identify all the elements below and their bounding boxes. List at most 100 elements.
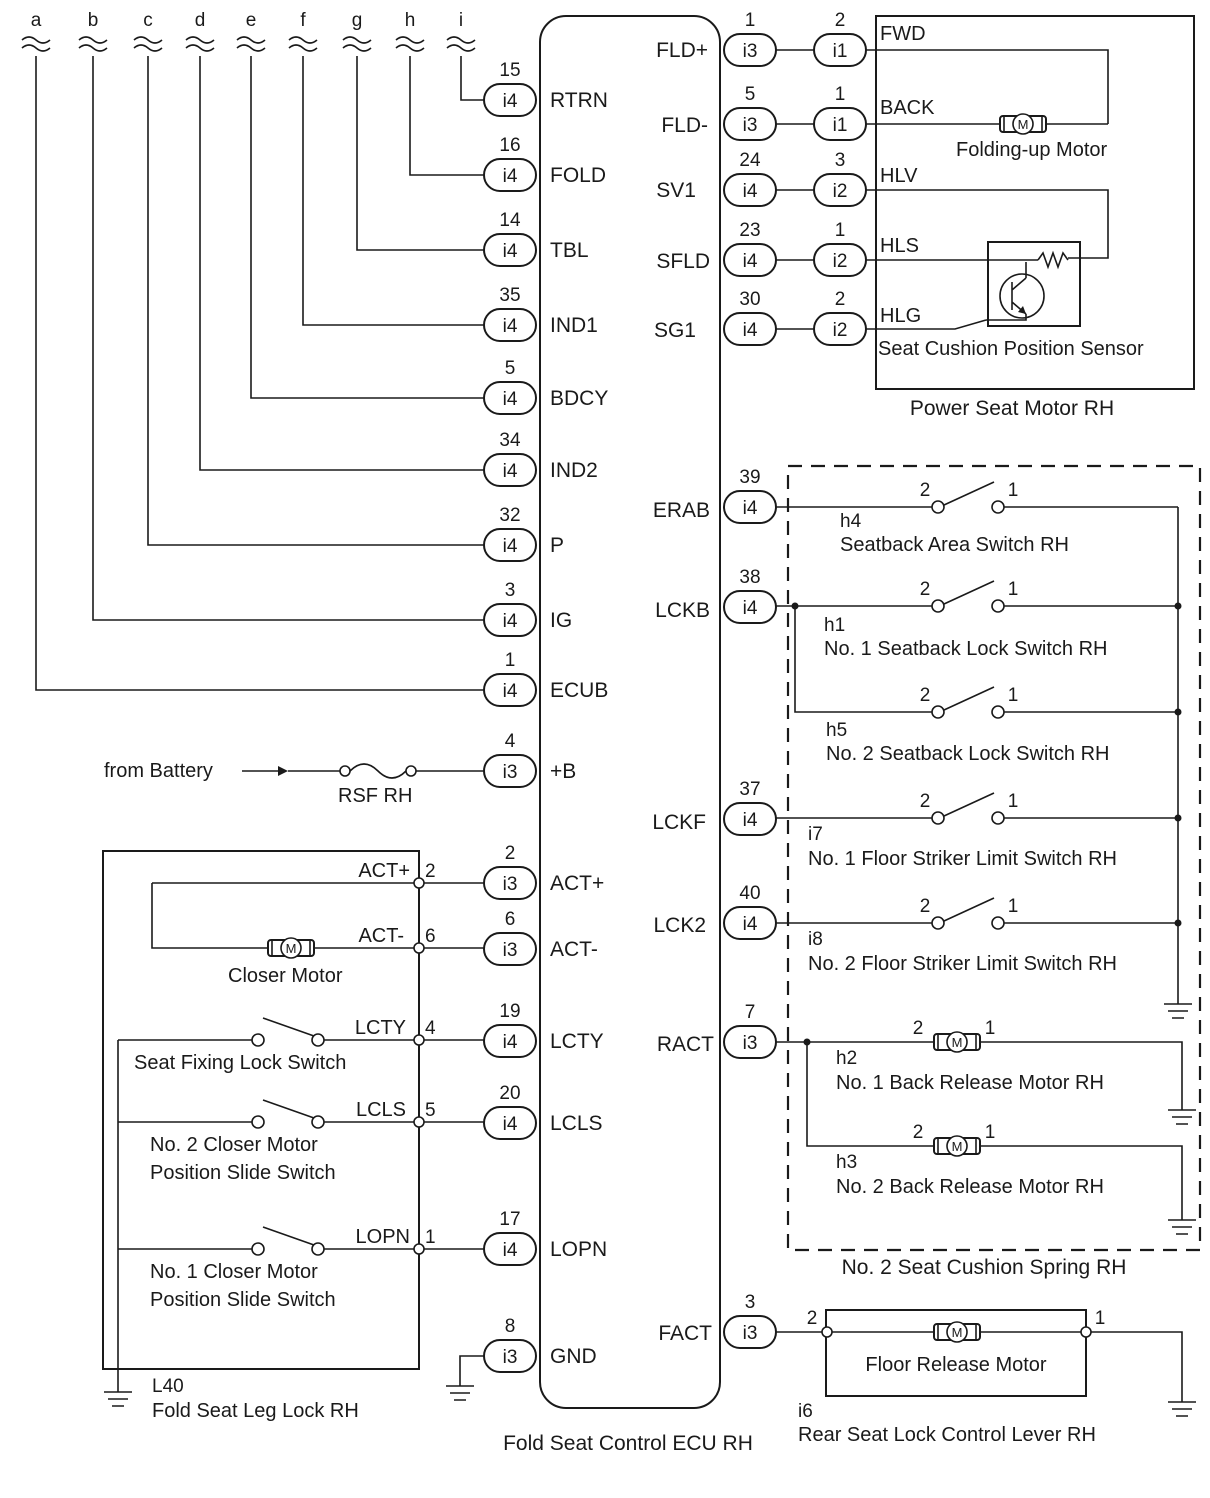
term-gnd: GND (550, 1345, 597, 1368)
svg-text:3: 3 (505, 580, 516, 601)
left-pin-lcty: i4 19 LCTY (483, 1001, 604, 1058)
term-lcls: LCLS (550, 1112, 603, 1135)
svg-text:No. 1 Seatback Lock Switch RH: No. 1 Seatback Lock Switch RH (824, 638, 1107, 660)
svg-text:2: 2 (913, 1018, 924, 1039)
left-pin-tbl: i4 14 TBL (483, 210, 589, 267)
position-sensor-label: Seat Cushion Position Sensor (878, 338, 1144, 360)
wave-breaks (21, 36, 476, 52)
svg-text:2: 2 (425, 861, 436, 882)
seat-fixing-switch-label: Seat Fixing Lock Switch (134, 1052, 346, 1074)
svg-text:40: 40 (739, 883, 760, 904)
term-rtrn: RTRN (550, 89, 608, 112)
top-letter-group: a b c d e f g h i (31, 10, 463, 31)
svg-text:i4: i4 (503, 681, 518, 702)
floor-release-motor: M 2 1 Floor Release Motor (776, 1308, 1196, 1417)
switch-i8: 2 1 i8 No. 2 Floor Striker Limit Switch … (776, 896, 1182, 975)
svg-text:i1: i1 (833, 115, 848, 136)
closer-motor-circuit: M ACT+ 2 ACT- 6 Closer Motor (151, 860, 484, 987)
psm-pin-hlv: i2 3 HLV (776, 150, 1109, 259)
svg-text:14: 14 (499, 210, 521, 231)
svg-text:6: 6 (505, 909, 516, 930)
svg-text:i4: i4 (503, 461, 518, 482)
svg-text:i4: i4 (503, 1032, 518, 1053)
svg-text:19: 19 (499, 1001, 520, 1022)
left-pin-bdcy: i4 5 BDCY (483, 358, 608, 415)
svg-text:i7: i7 (808, 824, 823, 845)
svg-text:h4: h4 (840, 511, 862, 532)
svg-text:1: 1 (1008, 579, 1019, 600)
svg-text:i4: i4 (503, 611, 518, 632)
right-pin-sfld: SFLD i4 23 (656, 220, 777, 277)
svg-text:No. 2 Floor Striker Limit Swit: No. 2 Floor Striker Limit Switch RH (808, 953, 1117, 975)
svg-text:No. 1 Back Release Motor RH: No. 1 Back Release Motor RH (836, 1072, 1104, 1094)
svg-text:1: 1 (1008, 685, 1019, 706)
svg-text:35: 35 (499, 285, 520, 306)
position-sensor-symbol (986, 241, 1081, 327)
svg-text:i2: i2 (833, 251, 848, 272)
svg-text:No. 2 Seatback Lock Switch RH: No. 2 Seatback Lock Switch RH (826, 743, 1109, 765)
ecu-name: Fold Seat Control ECU RH (503, 1432, 753, 1455)
svg-text:6: 6 (425, 926, 436, 947)
right-pin-fact: FACT i3 3 (658, 1292, 777, 1349)
svg-text:32: 32 (499, 505, 520, 526)
svg-text:SFLD: SFLD (656, 250, 710, 273)
folding-up-motor-symbol: M Folding-up Motor (956, 113, 1108, 161)
rear-seat-lever-name: Rear Seat Lock Control Lever RH (798, 1424, 1096, 1446)
svg-text:BACK: BACK (880, 97, 935, 119)
svg-text:i4: i4 (503, 241, 518, 262)
right-pin-fld-minus: FLD- i3 5 (661, 84, 777, 141)
motor-h2: M 2 1 h2 No. 1 Back Release Motor RH (776, 1018, 1196, 1125)
svg-text:No. 2 Back Release Motor RH: No. 2 Back Release Motor RH (836, 1176, 1104, 1198)
svg-text:i3: i3 (503, 874, 518, 895)
svg-text:FWD: FWD (880, 23, 926, 45)
svg-text:i4: i4 (503, 1114, 518, 1135)
svg-text:ACT-: ACT- (358, 925, 404, 947)
svg-text:2: 2 (920, 579, 931, 600)
right-pin-ract: RACT i3 7 (657, 1002, 777, 1059)
left-pin-act-plus: i3 2 ACT+ (483, 843, 604, 900)
left-pin-ecub: i4 1 ECUB (483, 650, 608, 707)
svg-text:5: 5 (425, 1100, 436, 1121)
term-act-plus: ACT+ (550, 872, 604, 895)
svg-text:3: 3 (745, 1292, 756, 1313)
svg-text:No. 2 Closer Motor: No. 2 Closer Motor (150, 1134, 318, 1156)
svg-text:i4: i4 (743, 598, 758, 619)
svg-text:2: 2 (920, 685, 931, 706)
svg-text:HLV: HLV (880, 165, 918, 187)
term-ind2: IND2 (550, 459, 598, 482)
svg-text:h5: h5 (826, 720, 847, 741)
svg-text:h1: h1 (824, 615, 845, 636)
right-pin-lckb: LCKB i4 38 (655, 567, 777, 624)
svg-text:1: 1 (745, 10, 756, 31)
right-pin-sg1: SG1 i4 30 (654, 289, 777, 346)
power-seat-motor-name: Power Seat Motor RH (910, 397, 1114, 420)
svg-text:16: 16 (499, 135, 520, 156)
psm-pin-back: i1 1 BACK (776, 84, 1108, 141)
svg-text:HLG: HLG (880, 305, 921, 327)
svg-text:LCKB: LCKB (655, 599, 710, 622)
svg-text:1: 1 (835, 220, 846, 241)
left-pin-ig: i4 3 IG (483, 580, 572, 637)
svg-text:i4: i4 (743, 914, 758, 935)
rear-seat-lever-box (825, 1309, 1087, 1397)
letter-e: e (246, 10, 257, 31)
svg-text:34: 34 (499, 430, 521, 451)
left-pin-lopn: i4 17 LOPN (483, 1209, 607, 1266)
battery-label: from Battery (104, 760, 213, 782)
svg-text:i3: i3 (743, 1323, 758, 1344)
svg-text:M: M (952, 1139, 963, 1154)
svg-text:23: 23 (739, 220, 760, 241)
term-bdcy: BDCY (550, 387, 608, 410)
letter-a: a (31, 10, 42, 31)
psm-pin-hlg: i2 2 HLG (776, 289, 987, 346)
term-ig: IG (550, 609, 572, 632)
right-pin-sv1: SV1 i4 24 (656, 150, 777, 207)
letter-c: c (143, 10, 153, 31)
svg-text:2: 2 (920, 791, 931, 812)
svg-text:2: 2 (920, 896, 931, 917)
seat-fixing-lock-switch: LCTY 4 Seat Fixing Lock Switch (118, 1017, 484, 1074)
left-pin-lcls: i4 20 LCLS (483, 1083, 603, 1140)
right-pin-fld-plus: FLD+ i3 1 (656, 10, 777, 67)
term-lopn: LOPN (550, 1238, 607, 1261)
